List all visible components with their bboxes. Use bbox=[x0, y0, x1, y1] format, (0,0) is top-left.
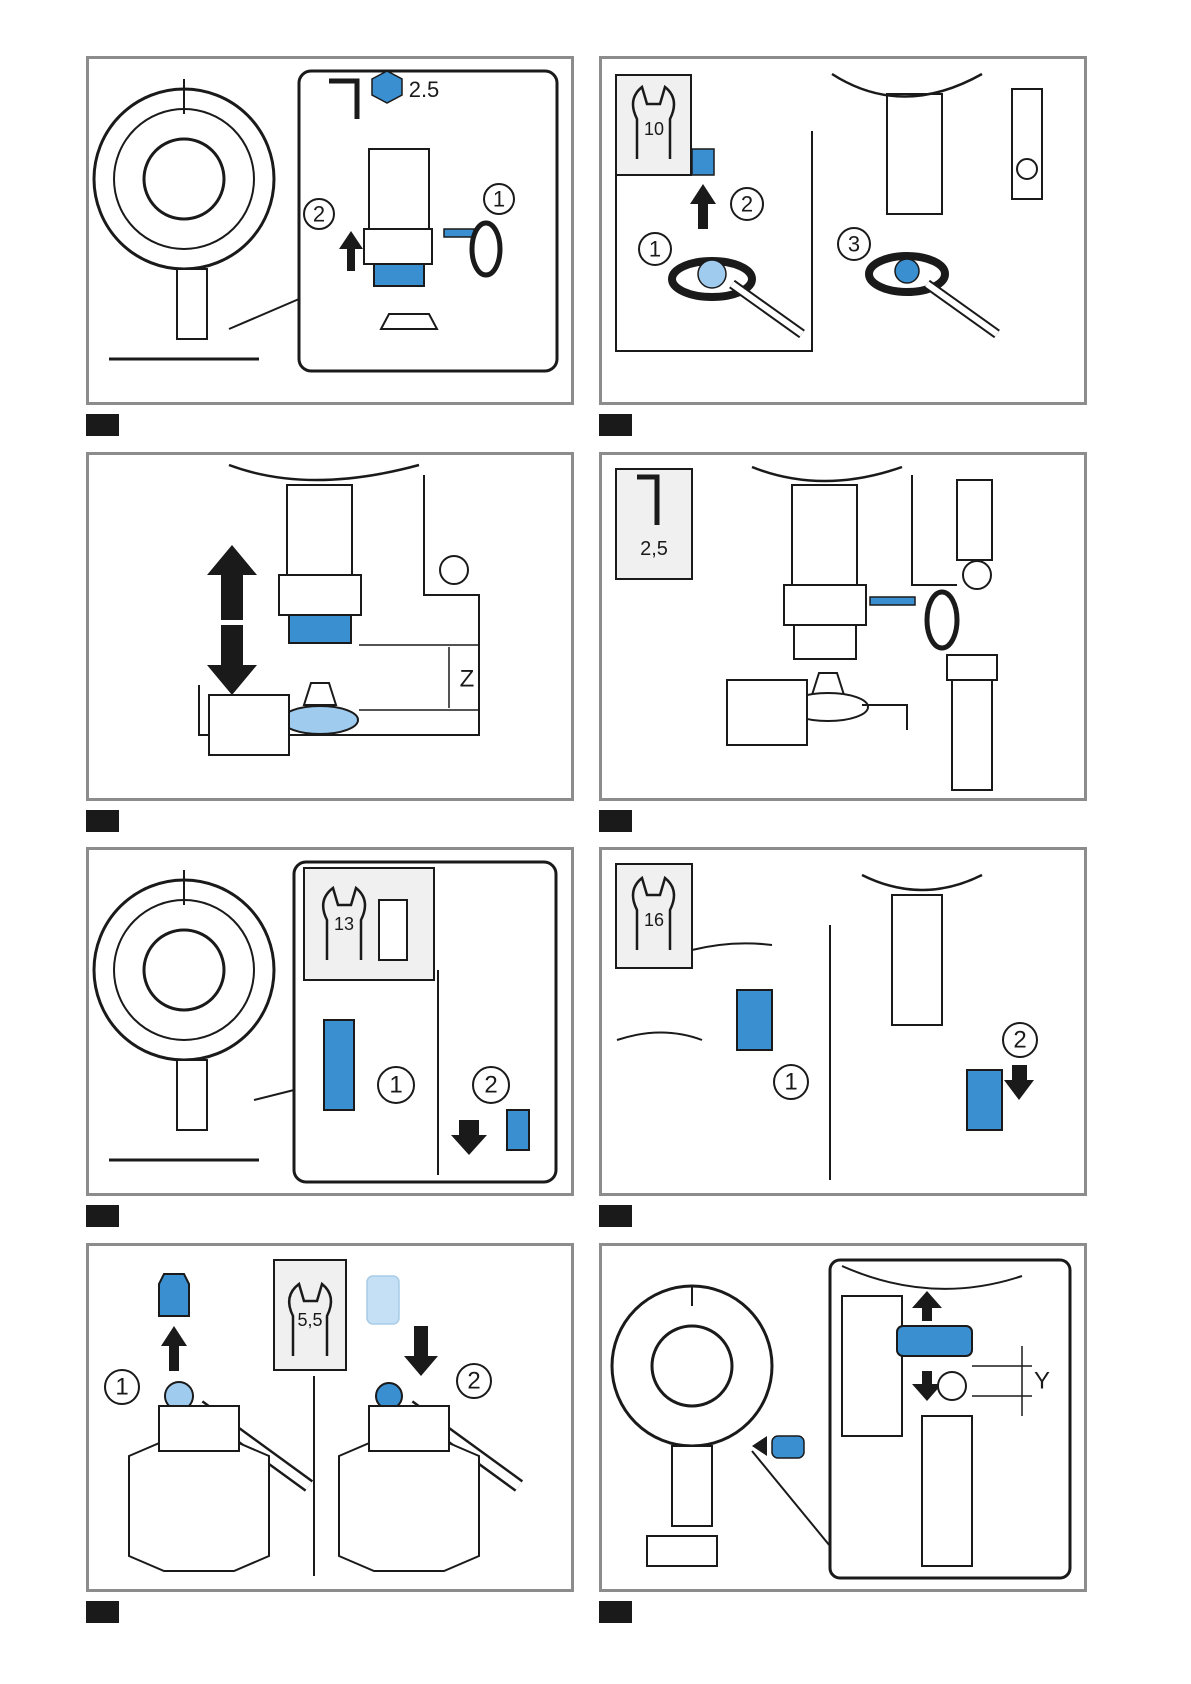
panel-4-illustration: 2,5 bbox=[602, 455, 1084, 798]
tool-size-label: 2.5 bbox=[409, 77, 440, 102]
step-1-marker: 1 bbox=[115, 1374, 128, 1401]
panel-3-illustration: Z bbox=[89, 455, 571, 798]
panel-2-illustration: 10 2 1 3 bbox=[602, 59, 1084, 402]
figure-panel-5: 13 1 2 bbox=[86, 847, 574, 1196]
figure-number-tag-5 bbox=[86, 1205, 119, 1227]
step-1-marker: 1 bbox=[389, 1072, 402, 1099]
figure-number-tag-8 bbox=[599, 1601, 632, 1623]
panel-5-illustration: 13 1 2 bbox=[89, 850, 571, 1193]
step-2-marker: 2 bbox=[741, 192, 753, 217]
dimension-label: Y bbox=[1034, 1368, 1050, 1395]
figure-number-tag-4 bbox=[599, 810, 632, 832]
figure-number-tag-7 bbox=[86, 1601, 119, 1623]
figure-panel-8: Y bbox=[599, 1243, 1087, 1592]
panel-1-illustration: 2.5 2 1 bbox=[89, 59, 571, 402]
panel-6-illustration: 16 1 2 bbox=[602, 850, 1084, 1193]
step-1-marker: 1 bbox=[649, 237, 661, 262]
figure-number-tag-6 bbox=[599, 1205, 632, 1227]
step-1-marker: 1 bbox=[493, 187, 505, 212]
figure-panel-4: 2,5 bbox=[599, 452, 1087, 801]
figure-panel-1: 2.5 2 1 bbox=[86, 56, 574, 405]
tool-size-label: 2,5 bbox=[640, 538, 668, 560]
figure-panel-7: 1 5,5 2 bbox=[86, 1243, 574, 1592]
figure-panel-2: 10 2 1 3 bbox=[599, 56, 1087, 405]
panel-7-illustration: 1 5,5 2 bbox=[89, 1246, 571, 1589]
dimension-label: Z bbox=[460, 666, 475, 693]
figure-number-tag-1 bbox=[86, 414, 119, 436]
tool-size-label: 16 bbox=[644, 910, 664, 930]
step-3-marker: 3 bbox=[848, 232, 860, 257]
step-2-marker: 2 bbox=[467, 1368, 480, 1395]
figure-panel-6: 16 1 2 bbox=[599, 847, 1087, 1196]
step-2-marker: 2 bbox=[313, 202, 325, 227]
step-1-marker: 1 bbox=[784, 1069, 797, 1096]
step-2-marker: 2 bbox=[1013, 1027, 1026, 1054]
tool-size-label: 10 bbox=[644, 119, 664, 139]
figure-number-tag-3 bbox=[86, 810, 119, 832]
step-2-marker: 2 bbox=[484, 1072, 497, 1099]
figure-panel-3: Z bbox=[86, 452, 574, 801]
panel-8-illustration: Y bbox=[602, 1246, 1084, 1589]
tool-size-label: 13 bbox=[334, 914, 354, 934]
tool-size-label: 5,5 bbox=[297, 1310, 322, 1330]
figure-number-tag-2 bbox=[599, 414, 632, 436]
